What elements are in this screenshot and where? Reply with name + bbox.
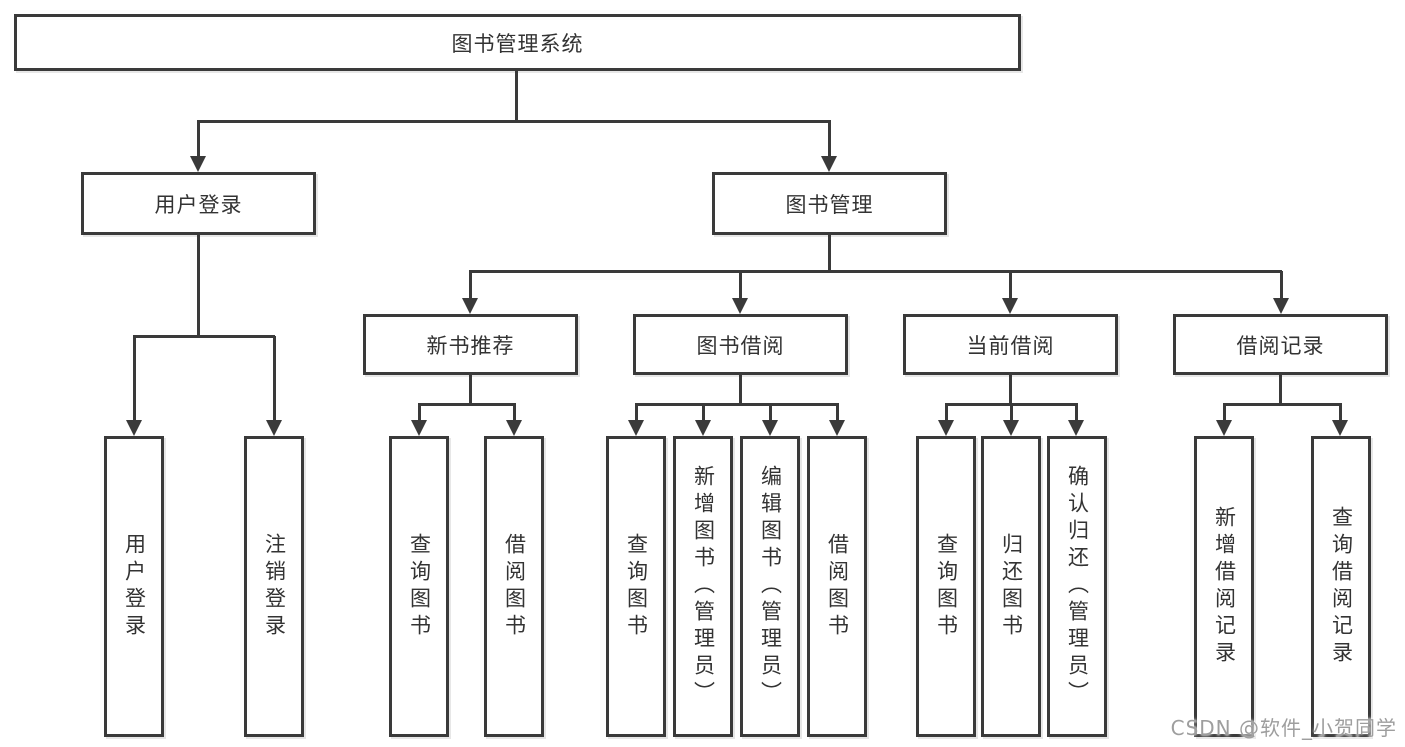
connector-stem-borrow1 (513, 404, 516, 421)
connector-level2-bar (469, 270, 1282, 273)
leaf-query-books-borrowing-label: 查询图书 (624, 532, 649, 641)
connector-records-bar (1223, 403, 1342, 406)
connector-stem-edit-book (769, 404, 772, 421)
node-current-borrowing-label: 当前借阅 (966, 333, 1055, 358)
leaf-query-books-borrowing: 查询图书 (606, 436, 666, 737)
connector-borrowing-bar (635, 403, 839, 406)
leaf-logout: 注销登录 (244, 436, 304, 737)
node-borrowing-records-label: 借阅记录 (1236, 333, 1325, 358)
connector-user-login-bar (133, 335, 275, 338)
node-borrowing-records: 借阅记录 (1173, 314, 1388, 375)
connector-stem-borrowing (739, 271, 742, 299)
leaf-query-books-current: 查询图书 (916, 436, 976, 737)
leaf-confirm-return-admin: 确认归还（管理员） (1047, 436, 1107, 737)
connector-stem-current (1009, 271, 1012, 299)
node-system-root: 图书管理系统 (14, 14, 1021, 71)
connector-level1-bar (197, 120, 831, 123)
connector-records-stem (1279, 375, 1282, 405)
connector-stem-query3 (945, 404, 948, 421)
node-book-borrowing: 图书借阅 (633, 314, 848, 375)
node-book-management-module-label: 图书管理 (785, 192, 874, 217)
node-book-management-module: 图书管理 (712, 172, 947, 235)
leaf-return-books: 归还图书 (981, 436, 1041, 737)
leaf-confirm-return-admin-label: 确认归还（管理员） (1065, 465, 1090, 708)
connector-current-stem (1009, 375, 1012, 405)
connector-stem-user-login (197, 121, 200, 157)
arrow-down-records (1273, 298, 1289, 314)
arrow-down-recommend (462, 298, 478, 314)
arrow-down-edit-book (762, 420, 778, 436)
leaf-query-borrow-record: 查询借阅记录 (1311, 436, 1371, 737)
connector-stem-query-record (1339, 404, 1342, 421)
arrow-down-query3 (938, 420, 954, 436)
leaf-add-borrow-record: 新增借阅记录 (1194, 436, 1254, 737)
leaf-add-book-admin-label: 新增图书（管理员） (691, 465, 716, 708)
connector-stem-query2 (635, 404, 638, 421)
arrow-down-leaf-login (126, 420, 142, 436)
connector-stem-records (1280, 271, 1283, 299)
arrow-down-confirm-return (1068, 420, 1084, 436)
arrow-down-add-book (695, 420, 711, 436)
node-user-login-module: 用户登录 (81, 172, 316, 235)
leaf-borrow-books-recommend: 借阅图书 (484, 436, 544, 737)
arrow-down-query1 (411, 420, 427, 436)
arrow-down-borrowing (732, 298, 748, 314)
connector-recommend-bar (418, 403, 516, 406)
arrow-down-user-login (190, 156, 206, 172)
connector-stem-query1 (418, 404, 421, 421)
leaf-borrow-books-borrowing: 借阅图书 (807, 436, 867, 737)
connector-book-mgmt-stem (828, 235, 831, 273)
connector-user-login-stem (197, 235, 200, 337)
arrow-down-add-record (1216, 420, 1232, 436)
connector-stem-leaf-logout (273, 336, 276, 421)
connector-borrowing-stem (739, 375, 742, 405)
leaf-user-login: 用户登录 (104, 436, 164, 737)
node-new-book-recommendation: 新书推荐 (363, 314, 578, 375)
arrow-down-current (1002, 298, 1018, 314)
leaf-add-borrow-record-label: 新增借阅记录 (1212, 505, 1237, 668)
leaf-query-borrow-record-label: 查询借阅记录 (1329, 505, 1354, 668)
node-book-borrowing-label: 图书借阅 (696, 333, 785, 358)
node-new-book-recommendation-label: 新书推荐 (426, 333, 515, 358)
connector-root-stem (515, 70, 518, 123)
leaf-logout-label: 注销登录 (262, 532, 287, 641)
connector-stem-recommend (469, 271, 472, 299)
arrow-down-return (1003, 420, 1019, 436)
arrow-down-borrow2 (829, 420, 845, 436)
connector-stem-add-record (1223, 404, 1226, 421)
connector-recommend-stem (469, 375, 472, 405)
csdn-watermark: CSDN @软件_小贺同学 (1170, 716, 1397, 740)
node-system-root-label: 图书管理系统 (451, 31, 584, 56)
leaf-query-books-recommend-label: 查询图书 (407, 532, 432, 641)
connector-stem-return (1010, 404, 1013, 421)
arrow-down-book-mgmt (821, 156, 837, 172)
arrow-down-query-record (1332, 420, 1348, 436)
connector-stem-book-mgmt (828, 121, 831, 157)
connector-stem-borrow2 (836, 404, 839, 421)
leaf-edit-book-admin: 编辑图书（管理员） (740, 436, 800, 737)
connector-stem-confirm-return (1075, 404, 1078, 421)
leaf-add-book-admin: 新增图书（管理员） (673, 436, 733, 737)
leaf-query-books-current-label: 查询图书 (934, 532, 959, 641)
leaf-user-login-label: 用户登录 (122, 532, 147, 641)
connector-stem-add-book (702, 404, 705, 421)
leaf-borrow-books-recommend-label: 借阅图书 (502, 532, 527, 641)
leaf-return-books-label: 归还图书 (999, 532, 1024, 641)
leaf-query-books-recommend: 查询图书 (389, 436, 449, 737)
connector-stem-leaf-login (133, 336, 136, 421)
arrow-down-query2 (628, 420, 644, 436)
leaf-borrow-books-borrowing-label: 借阅图书 (825, 532, 850, 641)
leaf-edit-book-admin-label: 编辑图书（管理员） (758, 465, 783, 708)
node-user-login-module-label: 用户登录 (154, 192, 243, 217)
node-current-borrowing: 当前借阅 (903, 314, 1118, 375)
arrow-down-leaf-logout (266, 420, 282, 436)
arrow-down-borrow1 (506, 420, 522, 436)
